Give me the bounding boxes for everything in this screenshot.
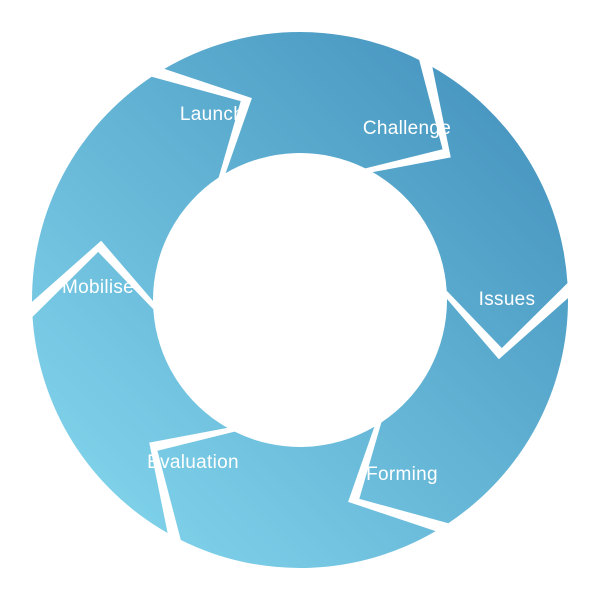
segment-label-issues: Issues bbox=[479, 289, 536, 310]
cycle-segment-forming bbox=[157, 426, 436, 568]
cycle-segment-evaluation bbox=[32, 251, 228, 534]
segment-label-challenge: Challenge bbox=[363, 118, 451, 139]
cycle-segment-mobilise bbox=[32, 76, 241, 302]
cycle-segments bbox=[32, 32, 568, 568]
segment-label-evaluation: Evaluation bbox=[147, 452, 239, 473]
cycle-segment-launch bbox=[164, 32, 443, 174]
cycle-segment-challenge bbox=[372, 66, 568, 349]
segment-label-launch: Launch bbox=[180, 104, 244, 125]
cycle-labels: Launch Challenge Issues Forming Evaluati… bbox=[62, 104, 535, 485]
cycle-segment-issues bbox=[359, 298, 568, 524]
segment-label-mobilise: Mobilise bbox=[62, 277, 134, 298]
segment-label-forming: Forming bbox=[366, 464, 438, 485]
